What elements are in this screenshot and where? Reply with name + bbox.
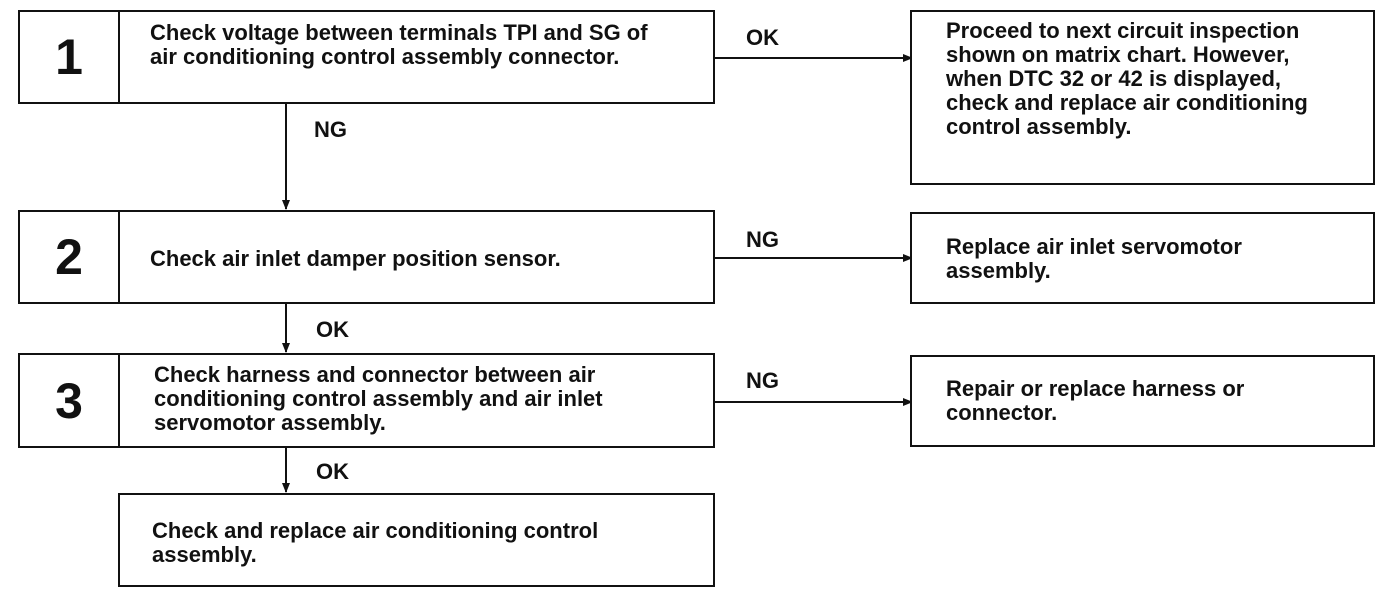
result-1-box: Proceed to next circuit inspection shown… <box>910 10 1375 185</box>
final-action-text: Check and replace air conditioning contr… <box>152 518 599 567</box>
step-3-text: Check harness and connector between air … <box>154 362 603 435</box>
step-2-number: 2 <box>20 212 120 302</box>
result-2-box: Replace air inlet servomotor assembly. <box>910 212 1375 304</box>
label-step1-ng: NG <box>314 117 347 142</box>
result-1-text: Proceed to next circuit inspection shown… <box>946 18 1308 139</box>
result-3-text: Repair or replace harness or connector. <box>946 376 1245 425</box>
label-step2-ok: OK <box>316 317 349 342</box>
label-step1-ok: OK <box>746 25 779 50</box>
step-2-text: Check air inlet damper position sensor. <box>150 246 561 271</box>
final-action-box: Check and replace air conditioning contr… <box>118 493 715 587</box>
label-step3-ng: NG <box>746 368 779 393</box>
step-1-number: 1 <box>20 12 120 102</box>
label-step2-ng: NG <box>746 227 779 252</box>
label-step3-ok: OK <box>316 459 349 484</box>
step-1-box: 1 Check voltage between terminals TPI an… <box>18 10 715 104</box>
step-3-box: 3 Check harness and connector between ai… <box>18 353 715 448</box>
step-3-number: 3 <box>20 355 120 446</box>
result-3-box: Repair or replace harness or connector. <box>910 355 1375 447</box>
result-2-text: Replace air inlet servomotor assembly. <box>946 234 1242 283</box>
step-1-text: Check voltage between terminals TPI and … <box>150 20 648 69</box>
step-2-box: 2 Check air inlet damper position sensor… <box>18 210 715 304</box>
